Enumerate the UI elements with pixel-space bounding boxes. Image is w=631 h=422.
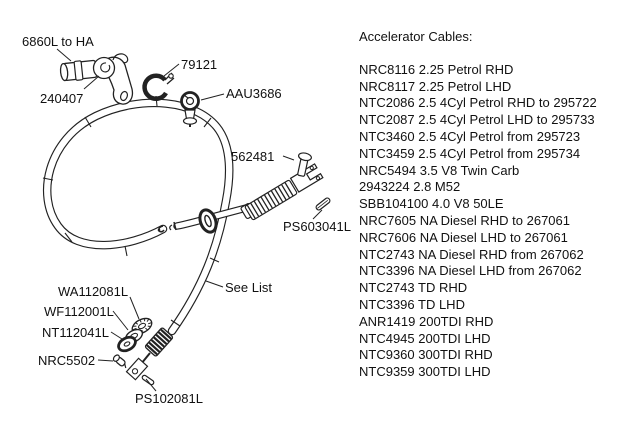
threaded-end	[144, 327, 174, 357]
label-562481: 562481	[231, 149, 274, 164]
threaded-adjuster	[240, 179, 298, 221]
fork-end	[125, 357, 149, 381]
parts-list-title: Accelerator Cables:	[359, 29, 473, 44]
p-clip-79121	[142, 72, 175, 101]
parts-list-item: NRC5494 3.5 V8 Twin Carb	[359, 162, 520, 178]
label-aau3686: AAU3686	[226, 86, 282, 101]
accelerator-cable-diagram: 6860L to HA 240407 79121 AAU3686 562481 …	[22, 34, 351, 406]
parts-list-item: NRC7605 NA Diesel RHD to 267061	[359, 212, 570, 228]
label-see-list: See List	[225, 280, 272, 295]
nut	[117, 335, 137, 353]
parts-list-item: NTC3396 NA Diesel LHD from 267062	[359, 263, 582, 279]
parts-list-item: NTC2743 TD RHD	[359, 280, 468, 296]
label-79121: 79121	[181, 57, 217, 72]
parts-list-item: NTC2743 NA Diesel RHD from 267062	[359, 246, 584, 262]
clevis-pin-562481	[297, 152, 312, 177]
parts-list: Accelerator Cables: NRC8116 2.25 Petrol …	[359, 29, 597, 381]
bulkhead-grommet	[198, 208, 218, 234]
parts-list-item: ANR1419 200TDI RHD	[359, 313, 494, 329]
label-240407: 240407	[40, 91, 83, 106]
parts-list-item: NRC8117 2.25 Petrol LHD	[359, 78, 512, 94]
parts-list-item: NTC3459 2.5 4Cyl Petrol from 295734	[359, 145, 581, 161]
clevis-fork	[289, 163, 324, 193]
label-6860l-to-ha: 6860L to HA	[22, 34, 94, 49]
label-wa112081l: WA112081L	[58, 284, 128, 299]
parts-list-item: NTC9359 300TDI LHD	[359, 364, 491, 380]
label-nt112041l: NT112041L	[42, 325, 109, 340]
label-nrc5502: NRC5502	[38, 353, 95, 368]
parts-list-item: 2943224 2.8 M52	[359, 179, 461, 195]
parts-list-item: NTC4945 200TDI LHD	[359, 330, 491, 346]
bottom-end-assembly	[112, 317, 174, 386]
label-ps102081l: PS102081L	[135, 391, 203, 406]
parts-list-item: NTC9360 300TDI RHD	[359, 347, 493, 363]
inner-cable-ends	[157, 221, 177, 233]
label-wf112001l: WF112001L	[44, 304, 114, 319]
parts-list-item: SBB104100 4.0 V8 50LE	[359, 196, 504, 212]
leader-lines	[56, 48, 323, 392]
parts-list-item: NRC7606 NA Diesel LHD to 267061	[359, 229, 568, 245]
parts-list-item: NTC3460 2.5 4Cyl Petrol from 295723	[359, 128, 581, 144]
parts-list-item: NTC2087 2.5 4Cyl Petrol LHD to 295733	[359, 112, 595, 128]
parts-list-item: NTC2086 2.5 4Cyl Petrol RHD to 295722	[359, 95, 597, 111]
parts-list-item: NRC8116 2.25 Petrol RHD	[359, 61, 514, 77]
grommet-screw-aau3686	[180, 91, 200, 127]
pin-ps102081l	[141, 374, 155, 386]
cable-ferrule-assembly	[59, 53, 134, 105]
parts-list-item: NTC3396 TD LHD	[359, 296, 465, 312]
split-pin-ps603041l	[315, 197, 331, 211]
label-ps603041l: PS603041L	[283, 219, 351, 234]
clip-nrc5502	[112, 354, 127, 369]
